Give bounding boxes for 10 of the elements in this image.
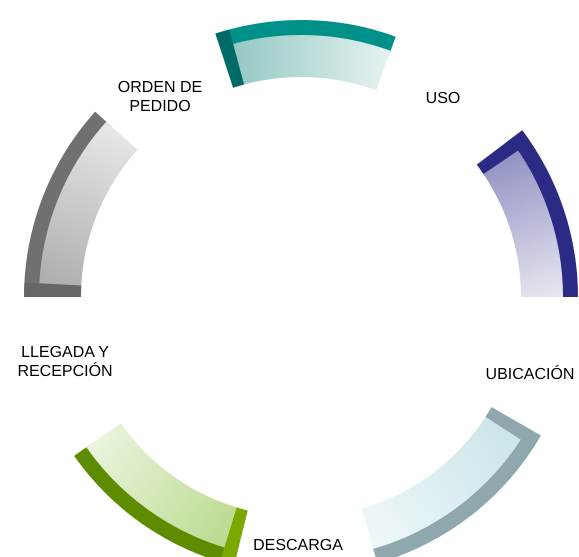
arc-segment (362, 407, 541, 557)
step-label: ORDEN DE PEDIDO (116, 78, 204, 116)
arc-segment (74, 423, 248, 557)
arc-segment (476, 130, 578, 297)
arc-segment (24, 112, 138, 297)
step-label: UBICACIÓN (484, 365, 576, 384)
step-label: LLEGADA Y RECEPCIÓN (16, 343, 114, 381)
step-label: DESCARGA (252, 536, 344, 555)
arc-segment (215, 20, 396, 90)
step-label: USO (424, 89, 462, 108)
